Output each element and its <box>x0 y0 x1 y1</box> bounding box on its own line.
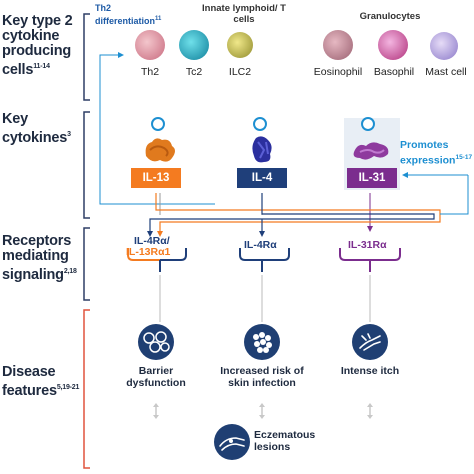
bacteria-glyph <box>253 332 272 353</box>
th2-differentiation-ref: 11 <box>155 15 162 22</box>
cell-label-tc2: Tc2 <box>185 66 203 78</box>
cell-label-eosinophil: Eosinophil <box>313 66 363 78</box>
scratching-hand-glyph <box>359 333 381 351</box>
row-title-disease-text: Disease features <box>2 364 57 399</box>
row-title-cytokines: Key cytokines3 <box>2 112 84 146</box>
th2-differentiation-label: Th2 differentiation11 <box>95 3 175 26</box>
receptor-il4ra-2-label: IL-4Rα <box>244 239 277 251</box>
il31-protein-icon <box>353 142 389 160</box>
row-title-disease: Disease features5,19-21 <box>2 365 84 399</box>
cell-label-th2: Th2 <box>140 66 160 78</box>
row-title-disease-ref: 5,19-21 <box>56 384 80 391</box>
cytokine-il13-label: IL-13 <box>131 168 181 188</box>
row-title-cytokines-text: Key cytokines <box>2 111 68 146</box>
eczematous-lesions-label: Eczematous lesions <box>254 429 316 453</box>
il4-protein-icon <box>252 136 272 163</box>
cytokine-ring-icon <box>361 117 375 131</box>
eosinophil-cell-icon <box>323 30 353 60</box>
cytokine-ring-icon <box>151 117 165 131</box>
cytokine-il31-label: IL-31 <box>347 168 397 188</box>
cytokine-il13: IL-13 <box>131 168 181 188</box>
receptor-il4ra-label: IL-4Rα/ <box>134 235 170 247</box>
receptor-il13ra1-label: IL-13Rα1 <box>126 246 171 258</box>
feature-barrier-dysfunction: Barrier dysfunction <box>126 365 186 389</box>
cytokine-ring-icon <box>253 117 267 131</box>
tc2-cell-icon <box>179 30 209 60</box>
ilc2-cell-icon <box>227 32 253 58</box>
cell-label-basophil: Basophil <box>373 66 415 78</box>
arm-lesion-glyph <box>219 437 245 451</box>
basophil-cell-icon <box>378 30 408 60</box>
il13-protein-icon <box>145 138 175 162</box>
promotes-expression-label: Promotes expression15-17 <box>400 139 474 167</box>
row-title-receptors-text: Receptors mediating signaling <box>2 233 72 283</box>
cytokine-il4-label: IL-4 <box>237 168 287 188</box>
cell-label-ilc2: ILC2 <box>228 66 252 78</box>
cell-cluster-icon <box>138 324 174 360</box>
row-title-receptors: Receptors mediating signaling2,18 <box>2 234 84 283</box>
feature-skin-infection: Increased risk of skin infection <box>220 365 304 389</box>
row-title-cells: Key type 2 cytokine producing cells11-14 <box>2 14 84 78</box>
bacteria-icon <box>244 324 280 360</box>
row-title-cytokines-ref: 3 <box>67 131 71 138</box>
th2-differentiation-text: Th2 differentiation <box>95 3 155 26</box>
cytokine-il31: IL-31 <box>347 168 397 188</box>
group-innate-lymphoid: Innate lymphoid/ T cells <box>202 3 286 25</box>
cell-cluster-glyph <box>143 331 170 353</box>
cell-label-mast-cell: Mast cell <box>425 66 467 78</box>
arm-lesion-icon <box>214 424 250 460</box>
th2-cell-icon <box>135 30 165 60</box>
row-title-cells-text: Key type 2 cytokine producing cells <box>2 13 73 78</box>
receptor-il31ra-label: IL-31Rα <box>348 239 387 251</box>
feature-intense-itch: Intense itch <box>340 365 400 377</box>
cytokine-il4: IL-4 <box>237 168 287 188</box>
row-title-receptors-ref: 2,18 <box>63 268 77 275</box>
mast-cell-icon <box>430 32 458 60</box>
promotes-expression-ref: 15-17 <box>455 153 473 161</box>
promotes-expression-text: Promotes expression <box>400 139 456 166</box>
row-title-cells-ref: 11-14 <box>33 63 50 70</box>
group-granulocytes: Granulocytes <box>359 11 421 22</box>
scratching-hand-icon <box>352 324 388 360</box>
